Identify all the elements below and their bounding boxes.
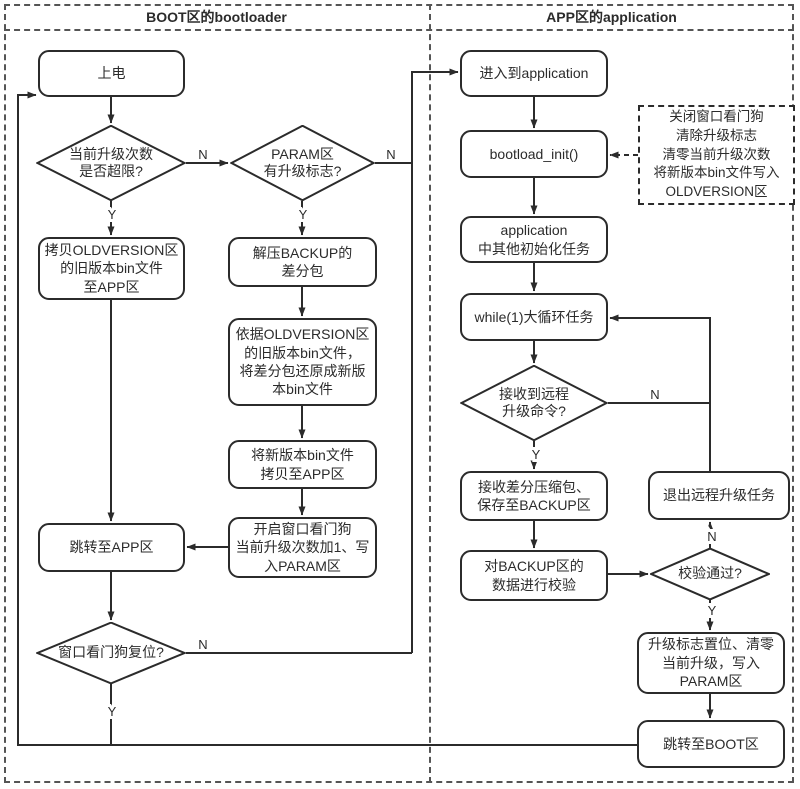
node-set-upgrade-flag: 升级标志置位、清零 当前升级，写入 PARAM区 (637, 632, 785, 694)
edge-label-remote-no: N (650, 387, 659, 402)
node-bootload-init: bootload_init() (460, 130, 608, 178)
node-while-loop: while(1)大循环任务 (460, 293, 608, 341)
node-enter-application: 进入到application (460, 50, 608, 97)
edge-label-watchdog-yes: Y (108, 704, 117, 719)
edge-label-param-yes: Y (299, 207, 308, 222)
decision-verify-pass: 校验通过? (650, 548, 770, 600)
diamond-shape (460, 365, 608, 441)
decision-watchdog-reset: 窗口看门狗复位? (36, 622, 186, 684)
column-divider (429, 4, 431, 783)
decision-upgrade-count-label: 当前升级次数 是否超限? (69, 145, 153, 180)
edge-label-verify-no: N (707, 529, 716, 544)
node-power-on: 上电 (38, 50, 185, 97)
decision-verify-pass-label: 校验通过? (678, 565, 742, 582)
decision-param-flag: PARAM区 有升级标志? (230, 125, 375, 201)
note-bootload-init-detail: 关闭窗口看门狗 清除升级标志 清零当前升级次数 将新版本bin文件写入 OLDV… (638, 105, 795, 205)
edge-label-count-no: N (198, 147, 207, 162)
node-enable-watchdog: 开启窗口看门狗 当前升级次数加1、写 入PARAM区 (228, 517, 377, 578)
edge-label-verify-yes: Y (708, 603, 717, 618)
diamond-shape (36, 622, 186, 684)
node-receive-diff-package: 接收差分压缩包、 保存至BACKUP区 (460, 471, 608, 521)
node-restore-new-bin: 依据OLDVERSION区 的旧版本bin文件， 将差分包还原成新版 本bin文… (228, 318, 377, 406)
edge-label-remote-yes: Y (532, 447, 541, 462)
header-bootloader: BOOT区的bootloader (146, 8, 287, 25)
decision-param-flag-label: PARAM区 有升级标志? (263, 145, 342, 180)
edge-label-watchdog-no: N (198, 637, 207, 652)
node-copy-old-bin: 拷贝OLDVERSION区 的旧版本bin文件 至APP区 (38, 237, 185, 300)
edge-label-count-yes: Y (108, 207, 117, 222)
diamond-shape (230, 125, 375, 201)
decision-remote-upgrade-cmd-label: 接收到远程 升级命令? (499, 385, 569, 420)
node-app-init-tasks: application 中其他初始化任务 (460, 216, 608, 263)
header-application: APP区的application (546, 8, 677, 25)
node-jump-to-boot: 跳转至BOOT区 (637, 720, 785, 768)
decision-upgrade-count: 当前升级次数 是否超限? (36, 125, 186, 201)
decision-watchdog-reset-label: 窗口看门狗复位? (58, 644, 164, 661)
diamond-shape (650, 548, 770, 600)
node-jump-to-app: 跳转至APP区 (38, 523, 185, 572)
node-unzip-backup: 解压BACKUP的 差分包 (228, 237, 377, 287)
diamond-shape (36, 125, 186, 201)
node-verify-backup-data: 对BACKUP区的 数据进行校验 (460, 550, 608, 601)
edge-label-param-no: N (386, 147, 395, 162)
decision-remote-upgrade-cmd: 接收到远程 升级命令? (460, 365, 608, 441)
header-row: BOOT区的bootloader APP区的application (4, 4, 794, 31)
node-copy-new-bin: 将新版本bin文件 拷贝至APP区 (228, 440, 377, 489)
node-exit-remote-upgrade: 退出远程升级任务 (648, 471, 790, 520)
